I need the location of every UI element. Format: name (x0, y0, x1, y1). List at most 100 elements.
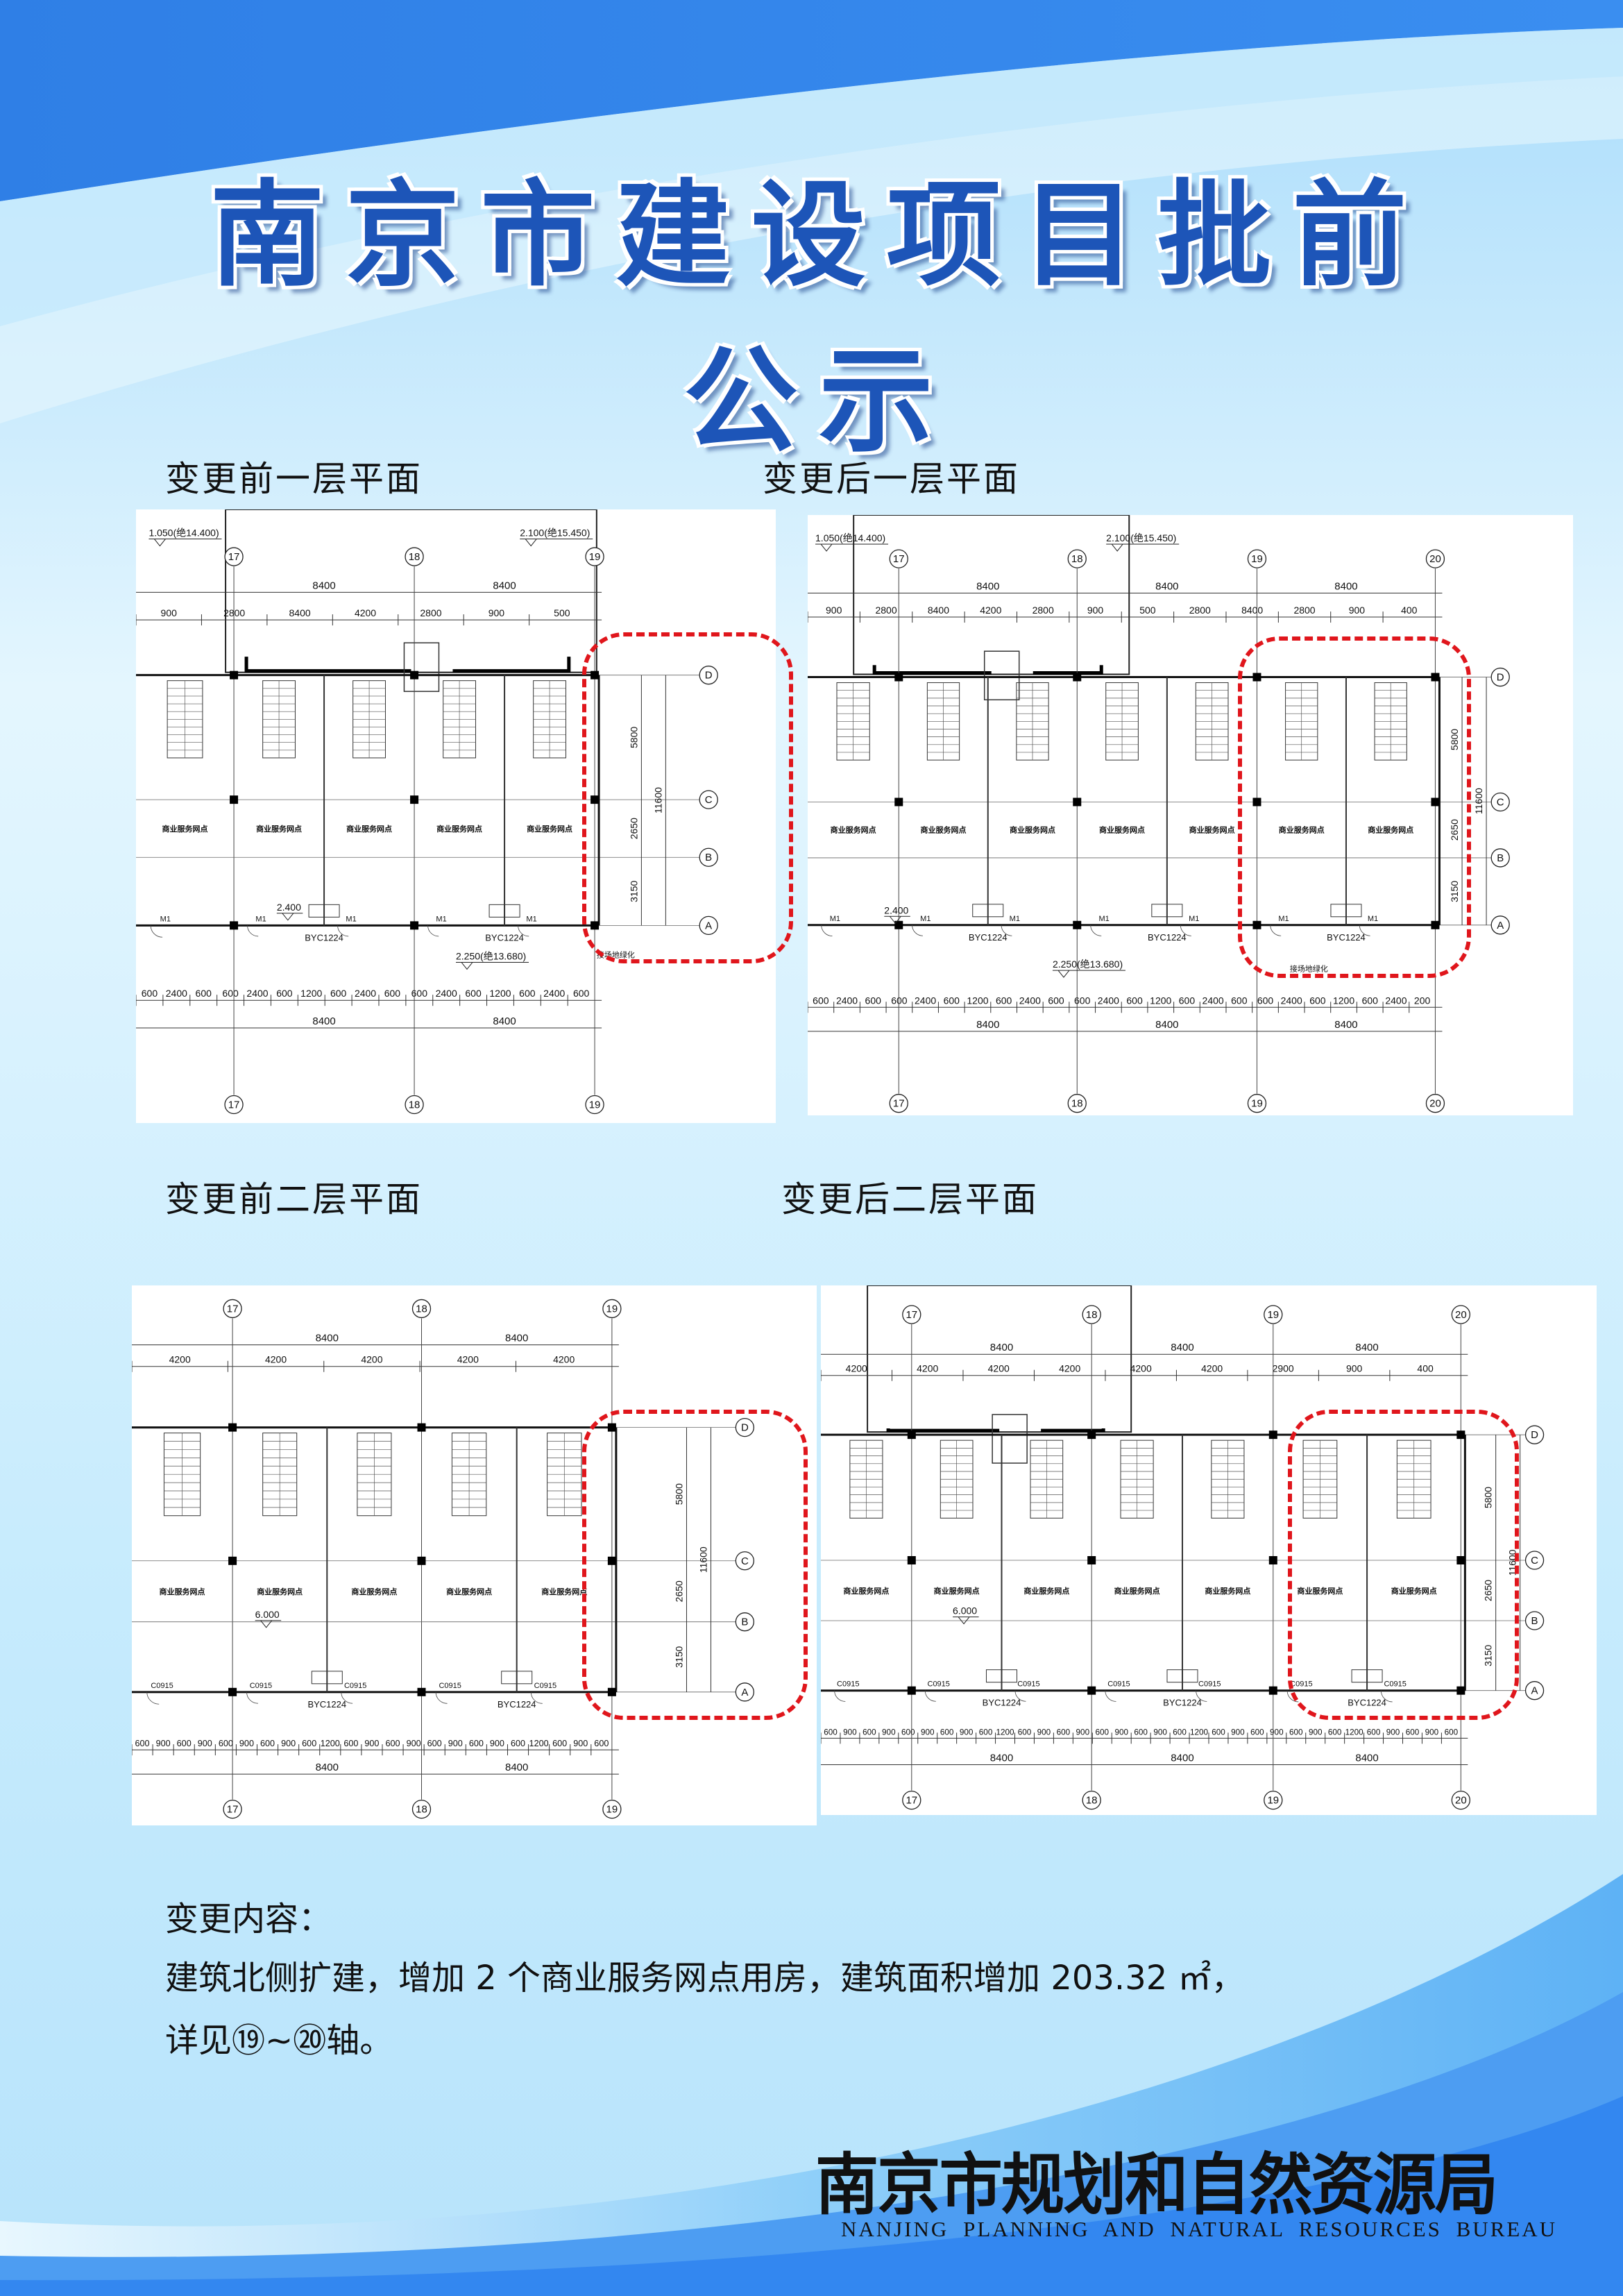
footer-org-cn: 南京市规划和自然资源局 (815, 2145, 1498, 2224)
column (410, 795, 419, 804)
room-label: 商业服务网点 (446, 1587, 492, 1596)
room-label: 商业服务网点 (1297, 1586, 1343, 1596)
highlight-box (582, 632, 793, 963)
dimension-label: 4200 (553, 1354, 575, 1365)
axis-bubble (405, 1095, 424, 1115)
axis-bubble (224, 1095, 244, 1115)
dimension-label: 600 (594, 1739, 609, 1748)
door-swing (912, 925, 923, 936)
dimension-label: 900 (826, 605, 842, 616)
dimension-label: 1200 (1150, 995, 1171, 1006)
door-swing (341, 1691, 353, 1704)
axis-bubble (602, 1299, 622, 1319)
door-swing (530, 1691, 543, 1704)
row-label: B (1497, 852, 1504, 864)
level-marker (148, 539, 222, 547)
axis-label: 19 (606, 1804, 618, 1816)
row-bubble (735, 1551, 755, 1571)
axis-label: 19 (1267, 1309, 1279, 1321)
dimension-label: 600 (1406, 1728, 1420, 1737)
door-swing (924, 1690, 936, 1702)
dimension-label: 600 (411, 988, 428, 999)
dimension-label: 600 (824, 1728, 838, 1737)
door-swing (1270, 925, 1282, 936)
panel-label-before-2f: 变更前二层平面 (165, 1179, 423, 1219)
dimension-label: 900 (1076, 1728, 1090, 1737)
dimension-label: 600 (385, 1739, 400, 1748)
door-swing (1196, 1690, 1207, 1702)
dimension-label: 2400 (246, 988, 268, 999)
row-bubble (699, 847, 718, 867)
dimension-label: 600 (519, 988, 536, 999)
dimension-label: 8400 (990, 1342, 1013, 1353)
dimension-label: 8400 (928, 605, 949, 616)
dimension-label: 2650 (1449, 819, 1460, 841)
dimension-label: 600 (1126, 995, 1143, 1006)
door-swing (518, 925, 529, 937)
dimension-label: 8400 (1155, 1019, 1178, 1031)
door-swing (427, 925, 439, 937)
dimension-label: 2400 (1098, 995, 1119, 1006)
dimension-label: 600 (1367, 1728, 1381, 1737)
axis-label: 18 (409, 551, 420, 563)
dimension-label: 5800 (628, 727, 639, 748)
level-label: 2.250(绝13.680) (1053, 959, 1123, 970)
page-title: 南京市建设项目批前公示 (210, 167, 1428, 468)
upper-building-outline (853, 515, 1130, 675)
column (228, 1423, 237, 1432)
axis-bubble (1451, 1790, 1470, 1810)
column (1087, 1430, 1096, 1440)
dimension-label: 600 (1095, 1728, 1109, 1737)
level-marker (520, 539, 593, 547)
dimension-label: 8400 (493, 580, 516, 591)
dimension-label: 8400 (505, 1333, 528, 1344)
window-label: BYC1224 (1348, 1698, 1386, 1708)
dimension-label: 600 (891, 995, 908, 1006)
bathroom-fixture (992, 1414, 1028, 1464)
door-swing (1380, 1690, 1393, 1703)
door-label: C0915 (250, 1682, 272, 1690)
dimension-label: 4200 (988, 1363, 1010, 1374)
level-label: 1.050(绝14.400) (815, 532, 885, 543)
axis-label: 18 (1086, 1309, 1098, 1321)
room-label: 商业服务网点 (934, 1586, 980, 1596)
axis-label: 19 (589, 1099, 601, 1111)
axis-label: 18 (416, 1804, 427, 1816)
change-heading: 变更内容： (165, 1900, 332, 1939)
column (417, 1687, 426, 1696)
dimension-label: 900 (156, 1739, 171, 1748)
row-label: A (741, 1687, 748, 1698)
dimension-label: 2400 (915, 995, 936, 1006)
axis-bubble (1425, 1094, 1445, 1113)
level-label: 6.000 (953, 1605, 977, 1617)
level-marker (255, 1620, 282, 1628)
column (230, 670, 239, 679)
dimension-label: 900 (1114, 1728, 1128, 1737)
column (907, 1686, 916, 1695)
dimension-label: 8400 (1155, 580, 1178, 592)
dimension-label: 600 (1179, 995, 1196, 1006)
column (1431, 920, 1440, 929)
dimension-label: 500 (1139, 605, 1156, 616)
dimension-label: 600 (1018, 1728, 1032, 1737)
row-label: A (1497, 920, 1504, 931)
door-swing (247, 925, 259, 937)
dimension-label: 600 (1328, 1728, 1342, 1737)
dimension-label: 600 (865, 995, 882, 1006)
dimension-label: 600 (330, 988, 347, 999)
dimension-label: 4200 (980, 605, 1001, 616)
dimension-label: 4200 (457, 1354, 479, 1365)
axis-label: 19 (589, 551, 601, 563)
room-label: 商业服务网点 (257, 1587, 303, 1596)
dimension-label: 600 (196, 988, 212, 999)
axis-bubble (223, 1299, 242, 1319)
door-label: M1 (920, 915, 931, 923)
axis-bubble (1067, 549, 1087, 568)
axis-label: 18 (1071, 553, 1083, 565)
door-label: M1 (346, 915, 356, 923)
axis-label: 19 (1251, 1098, 1263, 1110)
door-label: M1 (160, 915, 171, 923)
